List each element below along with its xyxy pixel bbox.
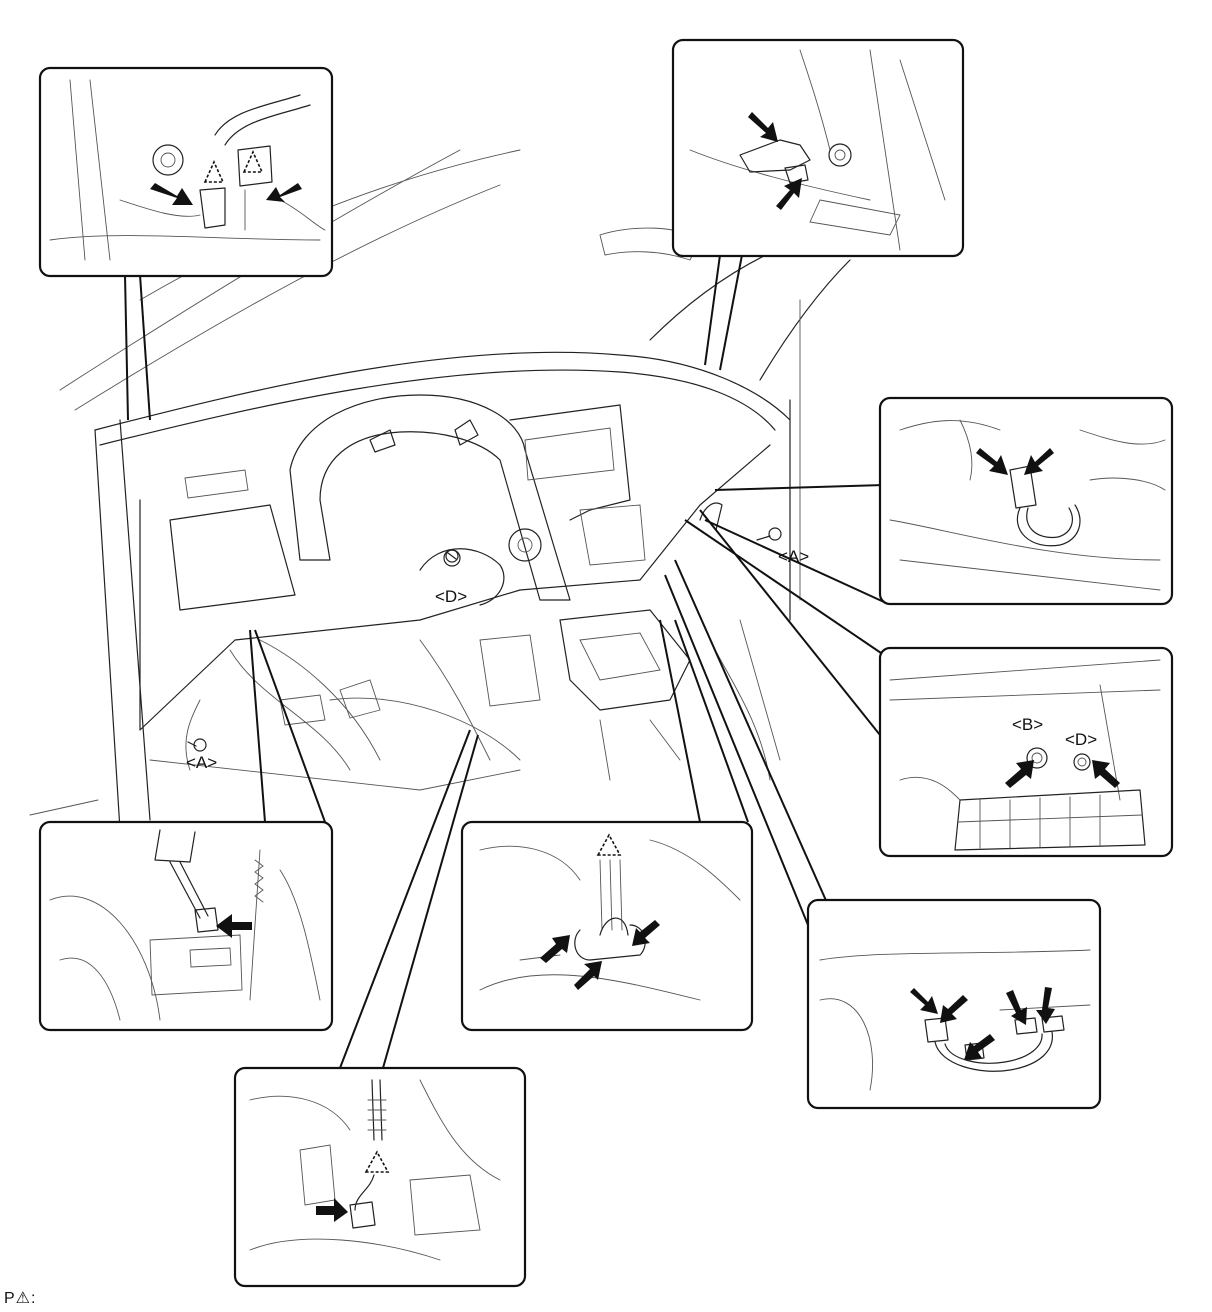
caution-legend: P ⚠ : <box>4 1288 35 1308</box>
arrow-icon <box>216 914 252 938</box>
callout-right-lower <box>806 898 1102 1110</box>
bolt-icon <box>756 527 782 541</box>
label-a-left: <A> <box>186 753 217 772</box>
callout-bottom <box>233 1066 527 1288</box>
arrow-icon <box>316 1198 348 1222</box>
callout-right-upper <box>878 396 1174 606</box>
legend-prefix: P <box>4 1290 15 1307</box>
label-a-right: <A> <box>778 547 809 566</box>
arrow-icon <box>574 961 602 990</box>
label-d-center: <D> <box>435 587 467 606</box>
arrow-icon <box>1036 987 1055 1024</box>
callout-right-middle: <B> <D> <box>878 646 1174 858</box>
callout-bottom-center <box>460 820 754 1032</box>
callout-top-left <box>38 66 334 278</box>
arrow-icon <box>976 448 1008 475</box>
caution-triangle-icon: ⚠ <box>15 1290 31 1307</box>
arrow-icon <box>632 920 660 946</box>
arrow-icon <box>1006 990 1027 1025</box>
arrow-icon <box>1005 760 1034 788</box>
arrow-icon <box>1024 448 1054 475</box>
callout-top-right <box>671 38 965 258</box>
arrow-icon <box>910 988 938 1014</box>
legend-suffix: : <box>31 1290 36 1307</box>
main-dashboard-sketch <box>29 149 851 831</box>
label-b: <B> <box>1012 715 1043 734</box>
arrow-icon <box>964 1034 995 1060</box>
arrow-icon <box>1092 760 1120 788</box>
arrow-icon <box>150 183 193 205</box>
arrow-icon <box>266 183 302 202</box>
arrow-icon <box>776 178 802 210</box>
callout-bottom-left <box>38 820 334 1032</box>
arrow-icon <box>748 112 778 142</box>
arrow-icon <box>540 935 570 963</box>
label-d-callout: <D> <box>1065 730 1097 749</box>
bolt-icon <box>445 549 459 563</box>
leader-lines <box>124 254 885 1069</box>
arrow-icon <box>940 995 968 1023</box>
bolt-icon <box>187 738 207 752</box>
